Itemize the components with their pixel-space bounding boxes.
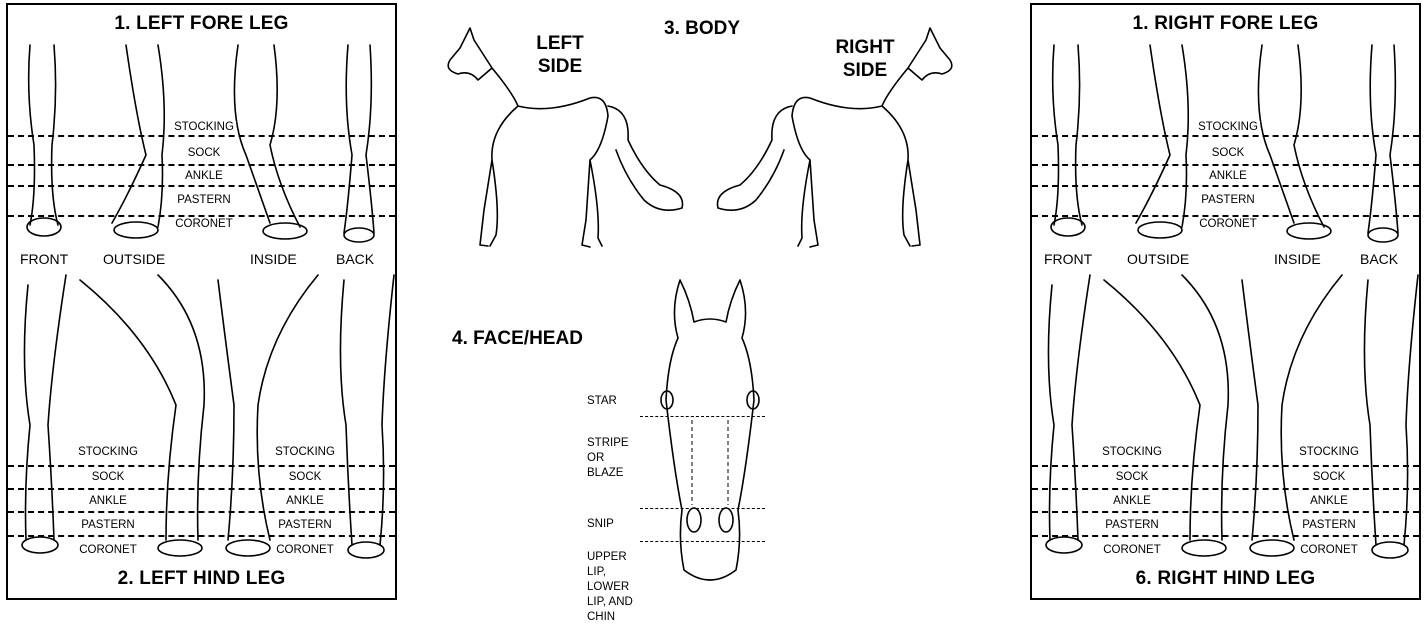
hind-stocking-line xyxy=(8,465,395,467)
hind-level-coronet-a: CORONET xyxy=(77,544,139,556)
hind-level-ankle-b: ANKLE xyxy=(284,495,326,507)
r-view-outside: OUTSIDE xyxy=(1127,251,1189,267)
r-fore-ankle-line xyxy=(1032,185,1419,187)
hind-level-ankle-a: ANKLE xyxy=(87,495,129,507)
hind-ankle-line xyxy=(8,511,395,513)
r-view-inside: INSIDE xyxy=(1274,251,1321,267)
r-fore-level-stocking: STOCKING xyxy=(1196,121,1260,133)
fore-level-stocking: STOCKING xyxy=(172,121,236,133)
face-label-stripe: STRIPE OR BLAZE xyxy=(587,436,635,481)
fore-stocking-line xyxy=(8,135,395,137)
right-side-label: RIGHT SIDE xyxy=(825,36,905,82)
r-hind-level-coronet-b: CORONET xyxy=(1298,544,1360,556)
hind-sock-line xyxy=(8,488,395,490)
body-title: 3. BODY xyxy=(664,18,740,40)
r-hind-level-ankle-b: ANKLE xyxy=(1308,495,1350,507)
r-fore-pastern-line xyxy=(1032,215,1419,217)
hind-pastern-line xyxy=(8,535,395,537)
r-fore-level-coronet: CORONET xyxy=(1197,218,1259,230)
hind-level-coronet-b: CORONET xyxy=(274,544,336,556)
r-view-back: BACK xyxy=(1360,251,1398,267)
left-legs-panel: 1. LEFT FORE LEG STOCKING SOCK ANKLE PAS… xyxy=(6,3,397,600)
r-hind-sock-line xyxy=(1032,488,1419,490)
face-label-star: STAR xyxy=(587,394,617,409)
horse-face-drawing xyxy=(640,270,780,600)
right-fore-leg-title: 1. RIGHT FORE LEG xyxy=(1032,13,1419,35)
hind-level-sock-b: SOCK xyxy=(287,471,324,483)
right-hind-leg-title: 6. RIGHT HIND LEG xyxy=(1032,568,1419,590)
hind-level-pastern-a: PASTERN xyxy=(79,519,136,531)
fore-pastern-line xyxy=(8,215,395,217)
left-hind-leg-title: 2. LEFT HIND LEG xyxy=(8,568,395,590)
fore-level-ankle: ANKLE xyxy=(183,170,225,182)
stripe-line xyxy=(640,508,765,509)
view-front: FRONT xyxy=(20,251,68,267)
r-fore-stocking-line xyxy=(1032,135,1419,137)
fore-ankle-line xyxy=(8,185,395,187)
r-hind-pastern-line xyxy=(1032,535,1419,537)
left-side-label: LEFT SIDE xyxy=(525,32,595,78)
r-view-front: FRONT xyxy=(1044,251,1092,267)
view-inside: INSIDE xyxy=(250,251,297,267)
fore-level-coronet: CORONET xyxy=(173,218,235,230)
r-fore-level-sock: SOCK xyxy=(1210,147,1247,159)
r-hind-level-coronet-a: CORONET xyxy=(1101,544,1163,556)
hind-level-stocking-b: STOCKING xyxy=(273,446,337,458)
face-label-snip: SNIP xyxy=(587,517,614,532)
right-legs-panel: 1. RIGHT FORE LEG STOCKING SOCK ANKLE PA… xyxy=(1030,3,1421,600)
r-hind-level-pastern-a: PASTERN xyxy=(1103,519,1160,531)
fore-sock-line xyxy=(8,164,395,166)
fore-level-sock: SOCK xyxy=(186,147,223,159)
r-hind-level-sock-a: SOCK xyxy=(1114,471,1151,483)
r-hind-ankle-line xyxy=(1032,511,1419,513)
face-label-lips: UPPER LIP, LOWER LIP, AND CHIN xyxy=(587,550,647,625)
r-hind-level-pastern-b: PASTERN xyxy=(1300,519,1357,531)
fore-level-pastern: PASTERN xyxy=(175,194,232,206)
hind-level-pastern-b: PASTERN xyxy=(276,519,333,531)
snip-line xyxy=(640,541,765,542)
r-fore-sock-line xyxy=(1032,164,1419,166)
r-hind-level-stocking-a: STOCKING xyxy=(1100,446,1164,458)
r-fore-level-pastern: PASTERN xyxy=(1199,194,1256,206)
star-line xyxy=(640,416,765,417)
r-hind-level-ankle-a: ANKLE xyxy=(1111,495,1153,507)
left-fore-leg-title: 1. LEFT FORE LEG xyxy=(8,13,395,35)
r-hind-stocking-line xyxy=(1032,465,1419,467)
view-outside: OUTSIDE xyxy=(103,251,165,267)
hind-level-stocking-a: STOCKING xyxy=(76,446,140,458)
r-hind-level-sock-b: SOCK xyxy=(1311,471,1348,483)
r-hind-level-stocking-b: STOCKING xyxy=(1297,446,1361,458)
face-head-title: 4. FACE/HEAD xyxy=(452,328,583,350)
body-horses-drawing xyxy=(430,10,1030,250)
hind-level-sock-a: SOCK xyxy=(90,471,127,483)
r-fore-level-ankle: ANKLE xyxy=(1207,170,1249,182)
view-back: BACK xyxy=(336,251,374,267)
